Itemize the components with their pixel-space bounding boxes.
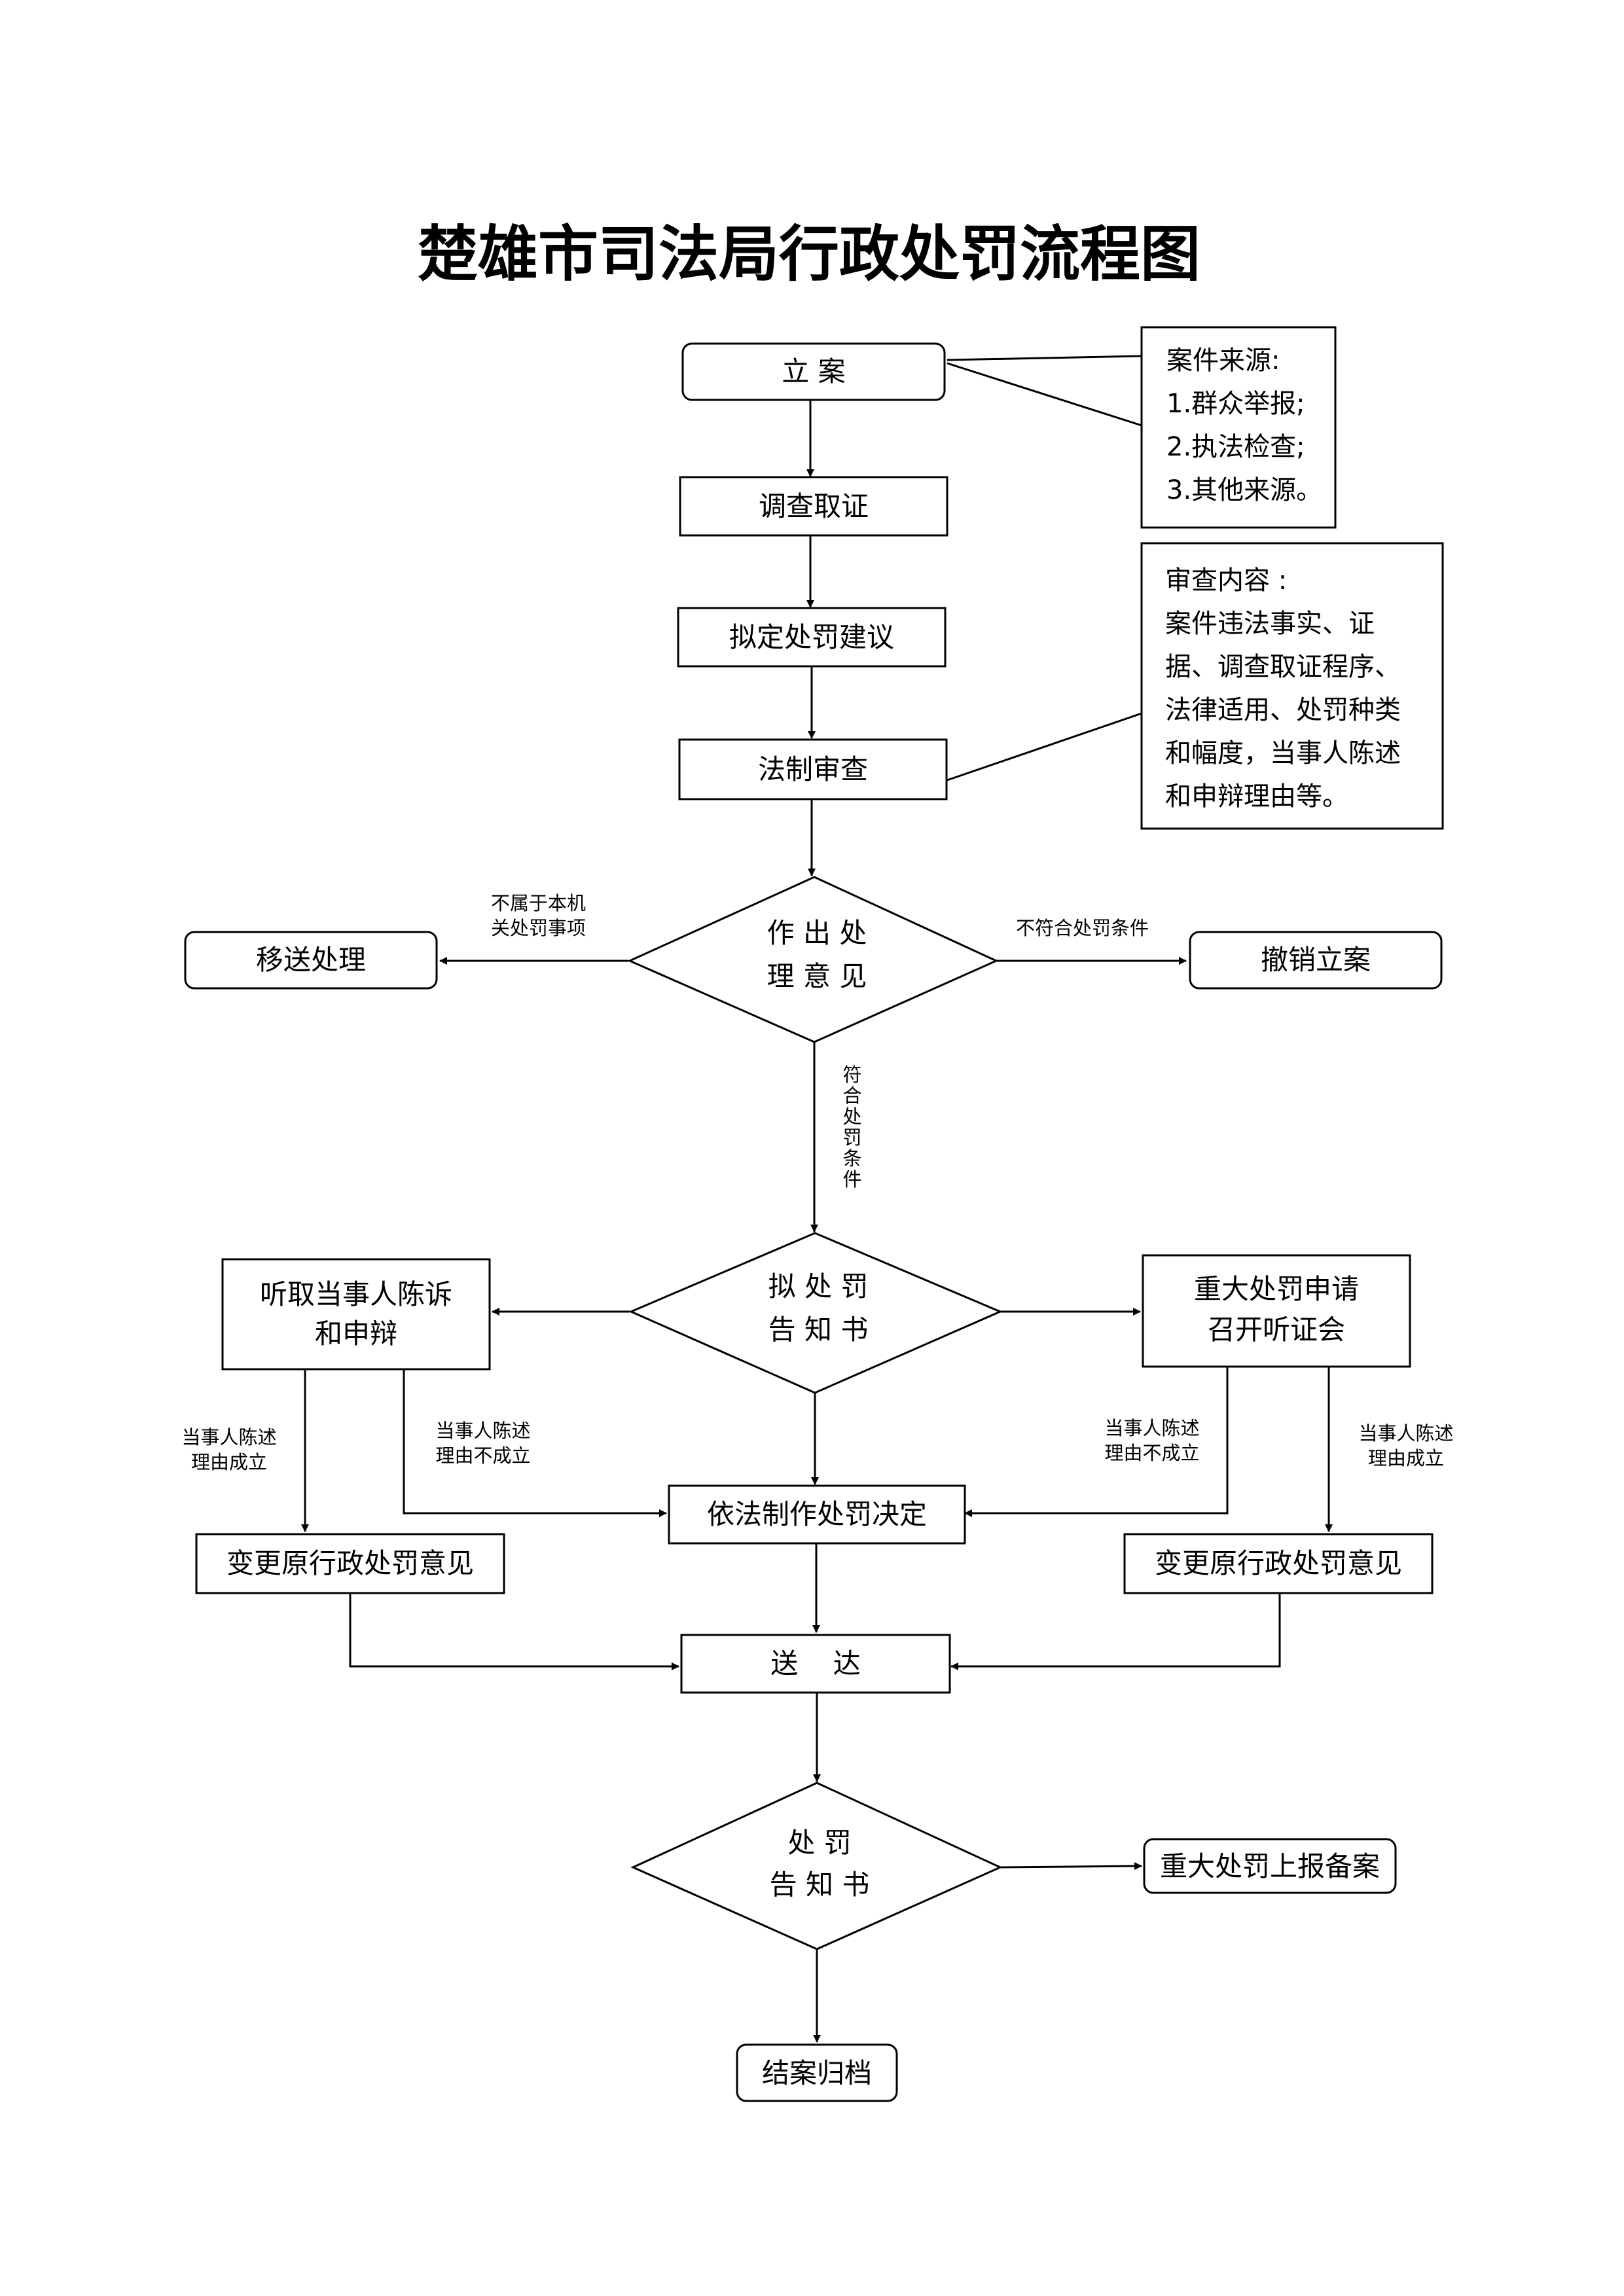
node-tingqu-line1: 听取当事人陈诉 xyxy=(260,1278,452,1310)
label-left-invalid-1: 当事人陈述 xyxy=(435,1420,530,1442)
label-right-invalid-1: 当事人陈述 xyxy=(1104,1417,1199,1439)
connectors xyxy=(301,355,1333,2043)
node-niding-label: 拟定处罚建议 xyxy=(729,621,894,653)
note-link-review xyxy=(947,712,1142,781)
node-chufa-decision: 处 罚 告 知 书 xyxy=(630,1782,1003,1950)
node-chexiao-label: 撤销立案 xyxy=(1261,944,1371,976)
node-biangeng-left: 变更原行政处罚意见 xyxy=(195,1533,505,1594)
node-yisong: 移送处理 xyxy=(184,931,438,990)
edge-labels: 不属于本机 关处罚事项 不符合处罚条件 符 合 处 罚 条 件 当事人陈述 理由… xyxy=(181,892,1453,1473)
node-tingqu: 听取当事人陈诉 和申辩 xyxy=(221,1258,491,1371)
node-zuochu-line1: 作 出 处 xyxy=(767,917,867,949)
label-meet-3: 处 xyxy=(842,1105,861,1128)
label-right-valid-2: 理由成立 xyxy=(1368,1447,1444,1469)
node-tingzheng-line2: 召开听证会 xyxy=(1208,1314,1345,1346)
label-left-valid-1: 当事人陈述 xyxy=(181,1426,276,1448)
note-source: 案件来源: 1.群众举报; 2.执法检查; 3.其他来源。 xyxy=(1140,326,1337,529)
label-right-invalid-2: 理由不成立 xyxy=(1104,1442,1199,1464)
note-review-line2: 案件违法事实、证 xyxy=(1165,609,1375,639)
node-chexiao: 撤销立案 xyxy=(1189,931,1443,990)
label-not-meet: 不符合处罚条件 xyxy=(1016,917,1149,939)
node-fazhi-label: 法制审查 xyxy=(758,753,868,785)
label-left-valid-2: 理由成立 xyxy=(191,1451,267,1473)
node-nichufa-line1: 拟 处 罚 xyxy=(768,1270,869,1302)
note-review-line3: 据、调查取证程序、 xyxy=(1165,652,1401,682)
edge-biangeng-left-to-songda xyxy=(349,1593,679,1670)
node-lian: 立 案 xyxy=(681,342,946,401)
label-right-valid-1: 当事人陈述 xyxy=(1358,1422,1453,1444)
page-title: 楚雄市司法局行政处罚流程图 xyxy=(418,219,1200,289)
node-tingzheng-line1: 重大处罚申请 xyxy=(1194,1273,1359,1305)
node-biangeng-right-label: 变更原行政处罚意见 xyxy=(1155,1547,1402,1579)
node-diaocha: 调查取证 xyxy=(679,476,948,537)
node-nichufa-decision: 拟 处 罚 告 知 书 xyxy=(628,1232,1003,1394)
label-meet-4: 罚 xyxy=(842,1126,861,1149)
note-review-line5: 和幅度，当事人陈述 xyxy=(1165,738,1401,768)
note-source-line2: 1.群众举报; xyxy=(1166,389,1305,419)
note-source-line3: 2.执法检查; xyxy=(1166,432,1305,462)
node-yifa-label: 依法制作处罚决定 xyxy=(707,1498,927,1530)
label-meet-6: 件 xyxy=(842,1168,861,1191)
node-songda: 送 达 xyxy=(680,1634,951,1694)
node-jiean-label: 结案归档 xyxy=(762,2057,872,2089)
node-yisong-label: 移送处理 xyxy=(256,944,366,976)
note-review-line6: 和申辩理由等。 xyxy=(1165,781,1348,812)
node-chufa-line1: 处 罚 xyxy=(787,1827,851,1859)
node-zhongda-baobei: 重大处罚上报备案 xyxy=(1143,1838,1397,1894)
label-meet-2: 合 xyxy=(842,1085,861,1107)
note-review: 审查内容 : 案件违法事实、证 据、调查取证程序、 法律适用、处罚种类 和幅度，… xyxy=(1140,542,1444,830)
note-source-line1: 案件来源: xyxy=(1166,346,1280,376)
node-fazhi: 法制审查 xyxy=(678,738,948,800)
label-meet-1: 符 xyxy=(842,1064,861,1086)
note-link-source-2 xyxy=(947,362,1142,427)
edge-biangeng-right-to-songda xyxy=(950,1593,1281,1670)
node-diaocha-label: 调查取证 xyxy=(759,490,869,522)
label-not-belong-2: 关处罚事项 xyxy=(491,917,586,939)
node-biangeng-left-label: 变更原行政处罚意见 xyxy=(226,1547,474,1579)
node-chufa-line2: 告 知 书 xyxy=(770,1869,870,1901)
node-zuochu-line2: 理 意 见 xyxy=(767,960,867,992)
node-biangeng-right: 变更原行政处罚意见 xyxy=(1123,1533,1434,1594)
note-link-source-1 xyxy=(947,355,1142,361)
node-baobei-label: 重大处罚上报备案 xyxy=(1160,1850,1380,1882)
note-review-line1: 审查内容 : xyxy=(1165,565,1287,596)
node-tingqu-line2: 和申辩 xyxy=(315,1318,397,1350)
node-songda-label: 送 达 xyxy=(770,1647,860,1679)
note-review-line4: 法律适用、处罚种类 xyxy=(1165,695,1401,725)
node-niding: 拟定处罚建议 xyxy=(677,607,947,668)
label-left-invalid-2: 理由不成立 xyxy=(435,1444,530,1467)
edge-tingqu-to-yifa xyxy=(403,1369,667,1517)
node-zuochu-decision: 作 出 处 理 意 见 xyxy=(627,876,999,1043)
node-nichufa-line2: 告 知 书 xyxy=(768,1314,869,1346)
node-zhongda-tingzheng: 重大处罚申请 召开听证会 xyxy=(1142,1254,1411,1368)
node-lian-label: 立 案 xyxy=(782,355,845,387)
note-source-line4: 3.其他来源。 xyxy=(1166,475,1322,505)
node-jiean: 结案归档 xyxy=(736,2043,898,2102)
edge-tingzheng-to-yifa xyxy=(964,1367,1229,1517)
label-meet-5: 条 xyxy=(842,1147,861,1170)
edge-chufa-to-baobei xyxy=(1000,1862,1142,1871)
label-not-belong-1: 不属于本机 xyxy=(491,892,586,914)
node-yifa: 依法制作处罚决定 xyxy=(668,1484,966,1545)
